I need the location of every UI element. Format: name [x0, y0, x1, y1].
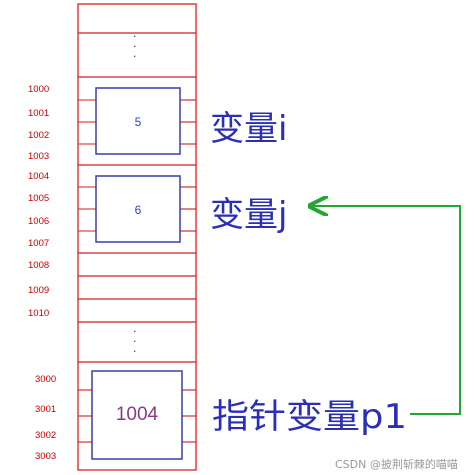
p1-label: 指针变量p1 [212, 397, 407, 437]
address-1002: 1002 [28, 130, 49, 141]
var-i-label: 变量i [210, 109, 287, 149]
address-1007: 1007 [28, 238, 49, 249]
address-labels: 1000 1001 1002 1003 1004 1005 1006 1007 … [28, 84, 56, 462]
address-1005: 1005 [28, 193, 49, 204]
address-1009: 1009 [28, 285, 49, 296]
ellipsis-top: ··· [133, 30, 137, 63]
address-3000: 3000 [35, 374, 56, 385]
address-1003: 1003 [28, 151, 49, 162]
ellipsis-bottom: ··· [133, 325, 137, 358]
var-i-box [95, 87, 181, 155]
cell-separators [78, 32, 196, 363]
var-i-value: 5 [135, 115, 142, 129]
address-3002: 3002 [35, 430, 56, 441]
byte-ticks [78, 99, 196, 443]
address-1004: 1004 [28, 171, 49, 182]
address-1010: 1010 [28, 308, 49, 319]
var-j-box [95, 175, 181, 243]
watermark: CSDN @披荆斩棘的喵喵 [335, 457, 458, 471]
address-1000: 1000 [28, 84, 49, 95]
address-3003: 3003 [35, 451, 56, 462]
address-3001: 3001 [35, 404, 56, 415]
p1-box [91, 370, 183, 460]
memory-column [77, 3, 197, 471]
address-1001: 1001 [28, 108, 49, 119]
var-j-value: 6 [135, 203, 142, 217]
p1-value: 1004 [116, 404, 159, 425]
address-1008: 1008 [28, 260, 49, 271]
var-j-label: 变量j [210, 195, 287, 235]
pointer-arrow [312, 206, 461, 415]
address-1006: 1006 [28, 216, 49, 227]
